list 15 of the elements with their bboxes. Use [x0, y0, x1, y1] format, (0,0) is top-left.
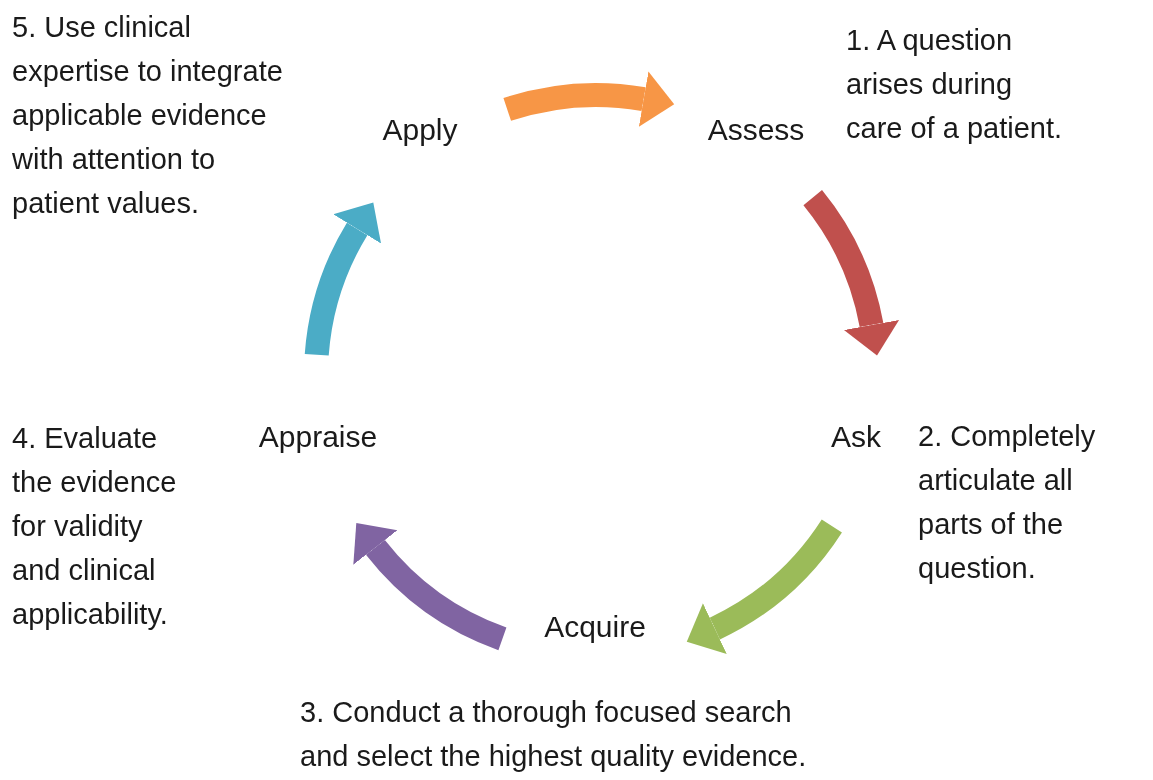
step-description: 3. Conduct a thorough focused search and select the highest quality evidence. — [300, 695, 808, 774]
curved-arrow — [304, 201, 382, 357]
step-description: 2. Completely articulate all parts of the question. — [918, 419, 1097, 586]
curved-arrow — [802, 190, 899, 356]
step-description: 1. A question arises during care of a patient. — [846, 23, 1064, 146]
curved-arrow — [504, 71, 675, 127]
step-description: 4. Evaluate the evidence for validity and clinical applicability. — [12, 421, 178, 632]
step-label: Assess — [707, 113, 805, 147]
step-label: Ask — [831, 420, 881, 454]
step-description: 5. Use clinical expertise to integrate applicable evidence with attention to patient values. — [12, 10, 284, 221]
step-label: Apply — [382, 113, 458, 147]
curved-arrow — [687, 518, 842, 654]
curved-arrow — [354, 524, 508, 650]
step-label: Acquire — [544, 610, 646, 644]
step-label: Appraise — [258, 420, 378, 454]
